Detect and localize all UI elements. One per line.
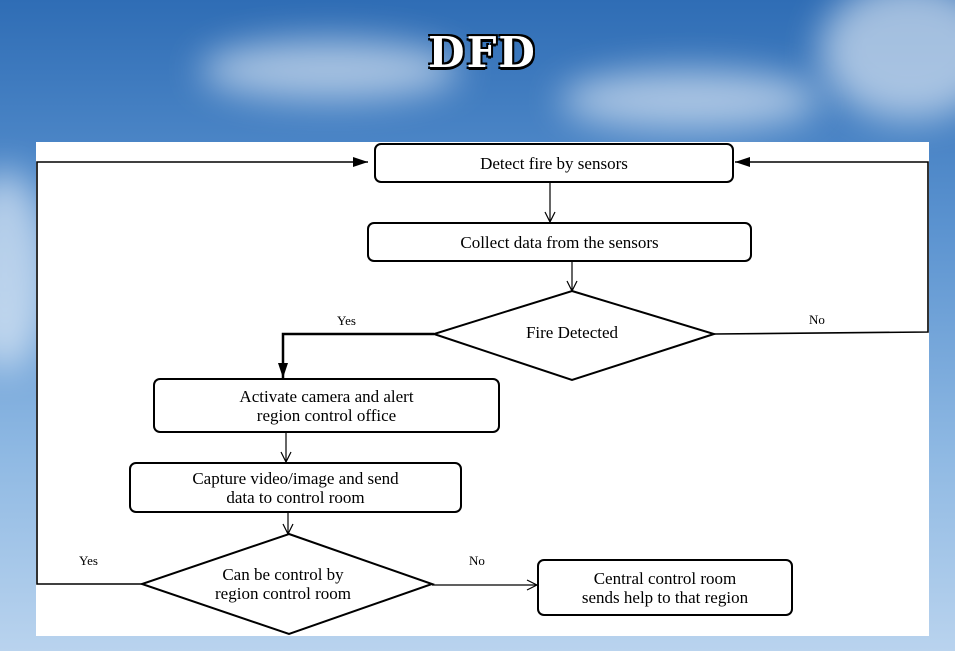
node-central-control: Central control room sends help to that … bbox=[537, 559, 793, 616]
decision-fire-shape bbox=[430, 289, 718, 382]
node-capture-video: Capture video/image and send data to con… bbox=[129, 462, 462, 513]
slide-title: DFD bbox=[428, 28, 537, 77]
edge-fire-yes bbox=[278, 332, 434, 378]
edge-label-region-yes: Yes bbox=[79, 553, 98, 568]
connector-lines bbox=[36, 157, 929, 636]
edge-label-region-no: No bbox=[469, 553, 485, 568]
diagram-panel: Detect fire by sensors Collect data from… bbox=[36, 142, 929, 636]
decision-region-shape bbox=[138, 532, 436, 636]
edge-fire-no bbox=[713, 157, 929, 335]
cloud-decoration bbox=[560, 70, 820, 130]
node-detect-fire: Detect fire by sensors bbox=[374, 143, 734, 183]
edge-label-fire-yes: Yes bbox=[337, 313, 356, 328]
node-collect-data: Collect data from the sensors bbox=[367, 222, 752, 262]
edge-region-yes bbox=[36, 157, 368, 585]
decision-fire-label: Fire Detected bbox=[525, 323, 619, 342]
edge-label-fire-no: No bbox=[809, 312, 825, 327]
cloud-decoration bbox=[200, 40, 460, 100]
node-activate-camera: Activate camera and alert region control… bbox=[153, 378, 500, 433]
decision-region-label: Can be control by region control room bbox=[215, 565, 351, 603]
